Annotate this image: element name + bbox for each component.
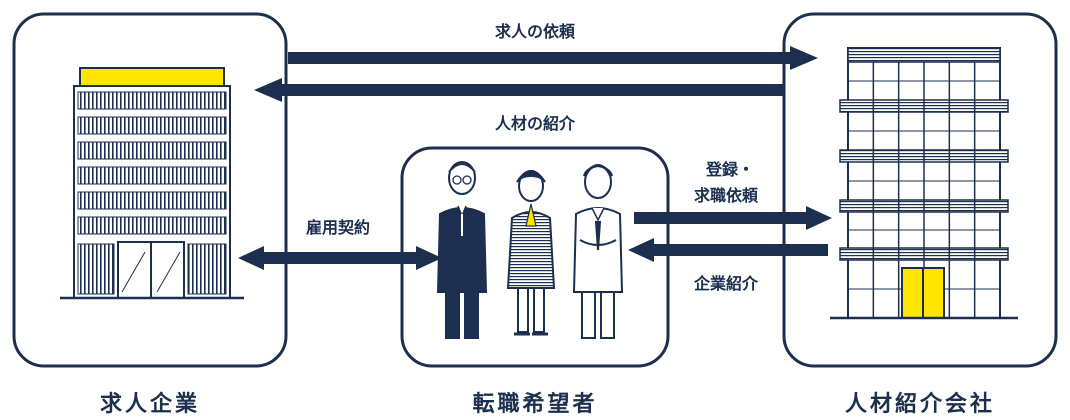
- register-label-line1: 登録・: [705, 160, 755, 179]
- businessman-left-icon: [436, 161, 488, 339]
- company-intro-label: 企業紹介: [693, 274, 759, 293]
- talent-intro-label: 人材の紹介: [494, 114, 576, 133]
- businessman-right-icon: [572, 164, 624, 339]
- job-request-arrow: [288, 46, 818, 70]
- company-building-icon: [60, 67, 244, 300]
- agency-building-icon: [830, 47, 1018, 320]
- register-arrow: [634, 206, 832, 230]
- employment-contract-label: 雇用契約: [305, 218, 371, 237]
- agency-caption: 人材紹介会社: [844, 392, 996, 417]
- employment-contract-arrow: [238, 246, 442, 270]
- register-label-line2: 求職依頼: [693, 186, 759, 205]
- company-intro-arrow: [628, 238, 828, 262]
- businesswoman-icon: [506, 170, 556, 336]
- job-seeker-caption: 転職希望者: [472, 392, 598, 417]
- job-request-label: 求人の依頼: [494, 22, 576, 41]
- talent-intro-arrow: [254, 78, 784, 102]
- company-caption: 求人企業: [99, 392, 201, 417]
